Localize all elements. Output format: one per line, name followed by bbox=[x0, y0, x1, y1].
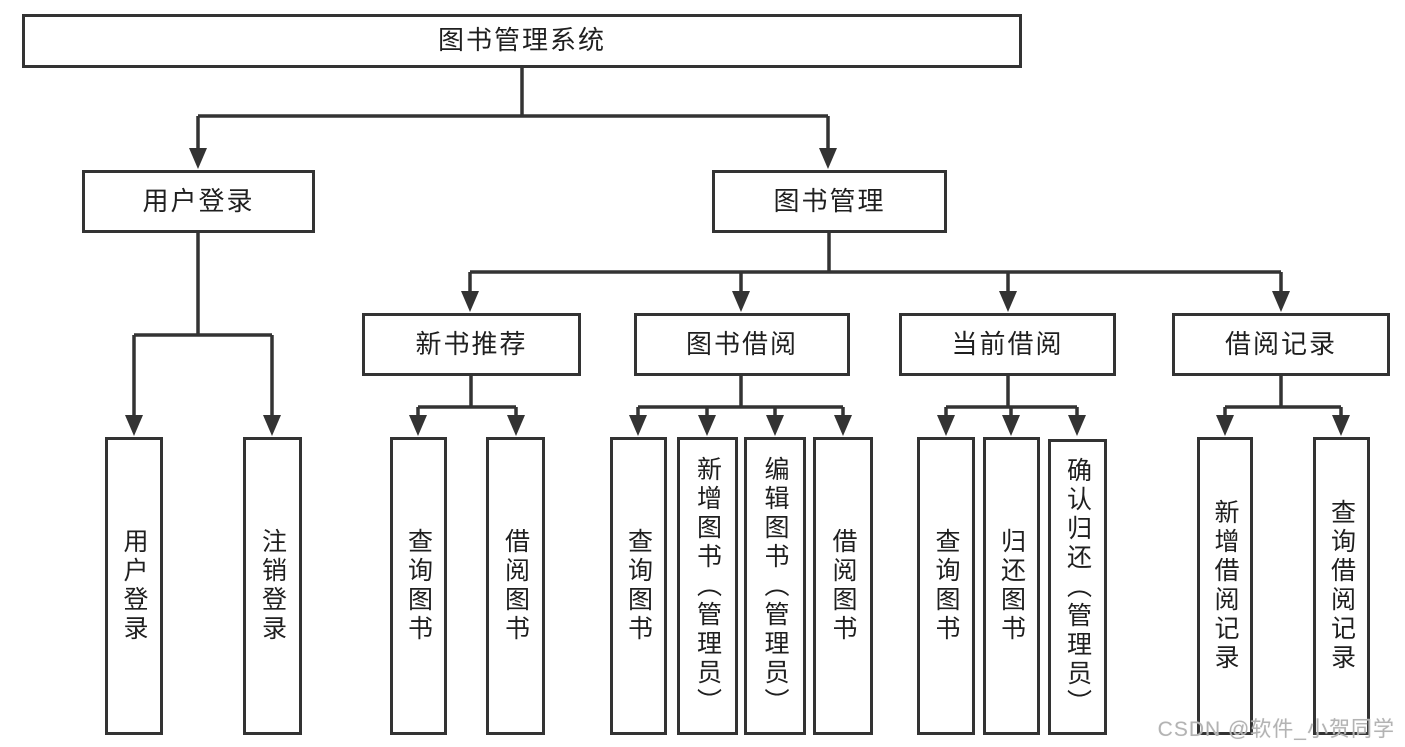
node-current-borrow: 当前借阅 bbox=[899, 313, 1116, 376]
leaf-add-books-admin: 新增图书（管理员） bbox=[677, 437, 738, 735]
node-book-borrow: 图书借阅 bbox=[634, 313, 850, 376]
leaf-borrow-books: 借阅图书 bbox=[813, 437, 873, 735]
node-borrow-records: 借阅记录 bbox=[1172, 313, 1390, 376]
leaf-add-borrow-record: 新增借阅记录 bbox=[1197, 437, 1253, 735]
leaf-user-login: 用户登录 bbox=[105, 437, 163, 735]
leaf-current-query-books: 查询图书 bbox=[917, 437, 975, 735]
leaf-logout: 注销登录 bbox=[243, 437, 302, 735]
node-user-login: 用户登录 bbox=[82, 170, 315, 233]
node-new-book-recommend: 新书推荐 bbox=[362, 313, 581, 376]
node-book-management: 图书管理 bbox=[712, 170, 947, 233]
leaf-recommend-borrow-books: 借阅图书 bbox=[486, 437, 545, 735]
leaf-return-books: 归还图书 bbox=[983, 437, 1040, 735]
leaf-borrow-query-books: 查询图书 bbox=[610, 437, 667, 735]
node-root-system: 图书管理系统 bbox=[22, 14, 1022, 68]
csdn-watermark: CSDN @软件_小贺同学 bbox=[1157, 718, 1395, 741]
leaf-confirm-return-admin: 确认归还（管理员） bbox=[1048, 439, 1107, 735]
leaf-recommend-query-books: 查询图书 bbox=[390, 437, 447, 735]
leaf-edit-books-admin: 编辑图书（管理员） bbox=[744, 437, 806, 735]
leaf-query-borrow-record: 查询借阅记录 bbox=[1313, 437, 1370, 735]
